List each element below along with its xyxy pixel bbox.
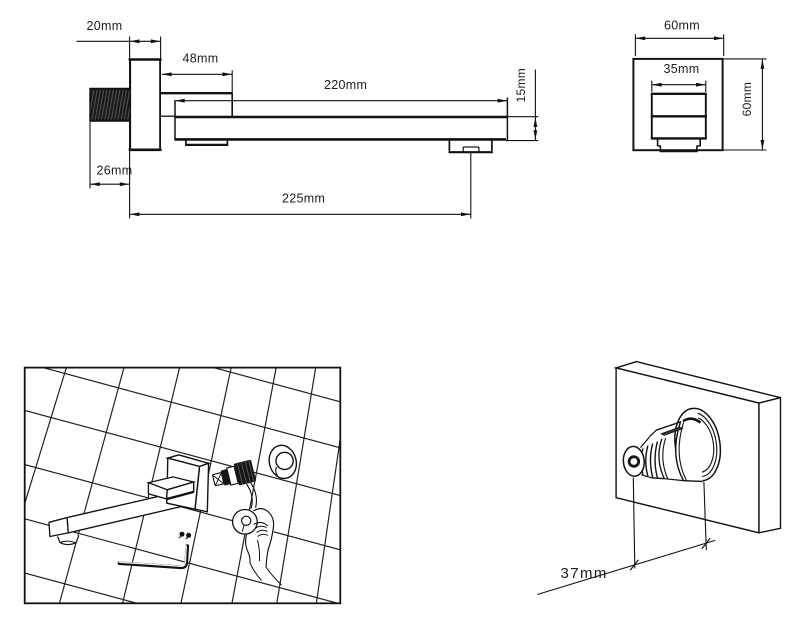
svg-text:48mm: 48mm <box>183 52 219 66</box>
svg-text:225mm: 225mm <box>282 192 325 206</box>
svg-text:60mm: 60mm <box>664 19 700 33</box>
svg-text:35mm: 35mm <box>664 62 700 76</box>
svg-text:20mm: 20mm <box>87 19 123 33</box>
svg-text:15mm: 15mm <box>514 68 528 103</box>
svg-text:60mm: 60mm <box>740 82 754 117</box>
svg-text:37mm: 37mm <box>561 565 608 582</box>
svg-text:220mm: 220mm <box>324 78 367 92</box>
svg-text:26mm: 26mm <box>97 164 133 178</box>
